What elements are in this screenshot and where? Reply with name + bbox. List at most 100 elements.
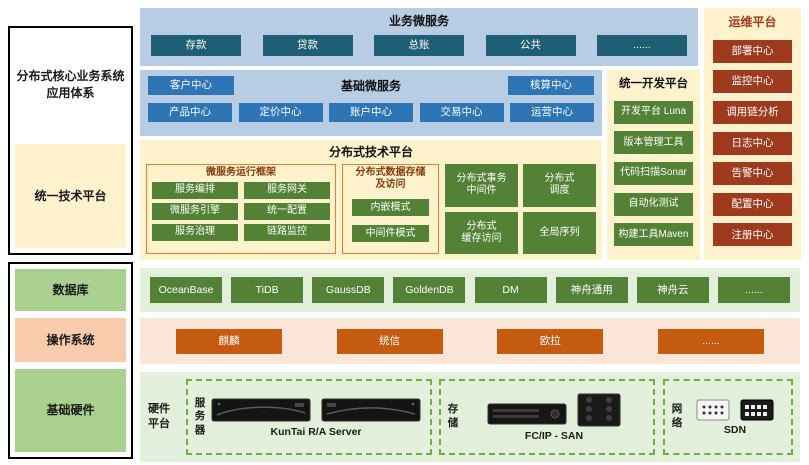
ops-item-registry: 注册中心: [713, 223, 792, 247]
basic-item-account: 账户中心: [329, 103, 413, 122]
ops-items: 部署中心 监控中心 调用链分析 日志中心 告警中心 配置中心 注册中心: [704, 30, 801, 260]
dev-items: 开发平台 Luna 版本管理工具 代码扫描Sonar 自动化测试 构建工具Mav…: [607, 91, 700, 260]
business-item-more: ......: [597, 35, 687, 56]
dev-item-version-tool: 版本管理工具: [614, 131, 693, 155]
basic-microservices-title: 基础微服务: [340, 79, 401, 93]
dtp-cell-scheduling: 分布式 调度: [523, 164, 596, 207]
dtp-cells: 分布式事务 中间件 分布式 调度 分布式 缓存访问 全局序列: [445, 164, 596, 254]
server-image: [321, 398, 421, 421]
dtp-cell-transaction-middleware: 分布式事务 中间件: [445, 164, 518, 207]
storage-group: 存储: [439, 379, 655, 455]
business-microservices-panel: 业务微服务 存款 贷款 总账 公共 ......: [140, 8, 698, 66]
db-item-goldendb: GoldenDB: [393, 277, 466, 303]
network-ports-icon: [696, 399, 730, 420]
server-label: 服务器: [194, 396, 206, 436]
os-item-kylin: 麒麟: [176, 328, 282, 354]
server-group: 服务器 KunTai R/A Serv: [186, 379, 432, 455]
distributed-tech-platform-panel: 分布式技术平台 微服务运行框架 服务编排 服务网关 微服务引擎 统一配置 服务治…: [140, 140, 602, 260]
data-storage-title: 分布式数据存储 及访问: [355, 167, 426, 190]
hardware-platform-row: 硬件 平台 服务器: [140, 372, 800, 462]
business-item-loan: 贷款: [262, 35, 353, 56]
storage-label: 存储: [447, 403, 459, 429]
basic-item-customer: 客户中心: [148, 76, 234, 95]
ops-item-log: 日志中心: [713, 131, 792, 155]
dev-platform-title: 统一开发平台: [619, 78, 688, 90]
db-item-dm: DM: [474, 277, 547, 303]
network-group: 网络: [663, 379, 793, 455]
hardware-platform-label: 硬件 平台: [148, 403, 170, 430]
basic-item-accounting: 核算中心: [507, 76, 594, 95]
db-item-tidb: TiDB: [231, 277, 304, 303]
basic-item-transaction: 交易中心: [419, 103, 504, 122]
ops-item-monitor: 监控中心: [713, 70, 792, 94]
runtime-item-engine: 微服务引擎: [152, 202, 238, 220]
dev-item-luna: 开发平台 Luna: [614, 100, 693, 124]
app-system-label: 分布式核心业务系统 应用体系: [15, 33, 126, 137]
runtime-item-link-monitor: 链路监控: [244, 223, 330, 241]
db-item-gaussdb: GaussDB: [312, 277, 385, 303]
runtime-item-governance: 服务治理: [152, 223, 238, 241]
basic-item-operation: 运营中心: [510, 103, 594, 122]
ops-item-alert: 告警中心: [713, 162, 792, 186]
network-caption: SDN: [723, 423, 747, 436]
os-item-more: ......: [657, 328, 764, 354]
basic-microservices-top-row: 客户中心 基础微服务 核算中心: [140, 70, 602, 95]
left-bottom-frame: 数据库 操作系统 基础硬件: [8, 262, 133, 459]
db-item-shenzhou-general: 神舟通用: [555, 277, 628, 303]
dev-item-sonar: 代码扫描Sonar: [614, 161, 693, 185]
storage-item-embedded: 内嵌模式: [352, 199, 429, 216]
os-layer-label: 操作系统: [15, 318, 126, 362]
runtime-framework-box: 微服务运行框架 服务编排 服务网关 微服务引擎 统一配置 服务治理 链路监控: [146, 164, 336, 254]
runtime-item-gateway: 服务网关: [244, 181, 330, 199]
server-image: [211, 398, 311, 421]
database-products-row: OceanBase TiDB GaussDB GoldenDB DM 神舟通用 …: [140, 268, 800, 312]
left-top-frame: 分布式核心业务系统 应用体系 统一技术平台: [8, 26, 133, 255]
dtp-cell-cache: 分布式 缓存访问: [445, 211, 518, 254]
data-storage-box: 分布式数据存储 及访问 内嵌模式 中间件模式: [342, 164, 439, 254]
business-microservices-row: 存款 贷款 总账 公共 ......: [140, 29, 698, 56]
network-switch-icon: [740, 399, 774, 420]
runtime-framework-title: 微服务运行框架: [206, 167, 276, 178]
database-layer-label: 数据库: [15, 269, 126, 311]
dev-platform-panel: 统一开发平台 开发平台 Luna 版本管理工具 代码扫描Sonar 自动化测试 …: [607, 70, 700, 260]
business-microservices-title: 业务微服务: [388, 14, 449, 28]
ops-platform-title: 运维平台: [728, 15, 777, 29]
runtime-item-config: 统一配置: [244, 202, 330, 220]
server-content: KunTai R/A Server: [207, 384, 425, 450]
storage-array-image: [487, 403, 567, 424]
ops-item-tracing: 调用链分析: [713, 100, 792, 124]
business-item-deposit: 存款: [151, 35, 241, 56]
basic-microservices-panel: 客户中心 基础微服务 核算中心 产品中心 定价中心 账户中心 交易中心 运营中心: [140, 70, 602, 136]
dev-item-maven: 构建工具Maven: [614, 223, 693, 247]
dtp-content: 微服务运行框架 服务编排 服务网关 微服务引擎 统一配置 服务治理 链路监控 分…: [140, 160, 602, 254]
db-item-oceanbase: OceanBase: [150, 277, 222, 303]
basic-item-pricing: 定价中心: [238, 103, 323, 122]
os-products-row: 麒麟 统信 欧拉 ......: [140, 318, 800, 364]
storage-content: FC/IP - SAN: [460, 384, 648, 450]
storage-images: [487, 393, 621, 427]
os-item-uos: 统信: [336, 328, 443, 354]
hardware-layer-label: 基础硬件: [15, 369, 126, 452]
runtime-item-orchestration: 服务编排: [152, 181, 238, 199]
ops-item-config: 配置中心: [713, 192, 792, 216]
storage-caption: FC/IP - SAN: [524, 429, 584, 442]
storage-enclosure-image: [577, 393, 621, 426]
server-caption: KunTai R/A Server: [270, 425, 362, 438]
server-images: [211, 397, 421, 423]
basic-microservices-bottom-row: 产品中心 定价中心 账户中心 交易中心 运营中心: [140, 95, 602, 122]
runtime-framework-grid: 服务编排 服务网关 微服务引擎 统一配置 服务治理 链路监控: [152, 181, 330, 241]
unified-tech-platform-label: 统一技术平台: [15, 144, 126, 248]
os-item-euler: 欧拉: [497, 328, 604, 354]
network-images: [696, 399, 774, 421]
network-content: SDN: [684, 384, 786, 450]
dev-item-autotest: 自动化测试: [614, 192, 693, 216]
ops-item-deploy: 部署中心: [713, 39, 792, 63]
ops-platform-panel: 运维平台 部署中心 监控中心 调用链分析 日志中心 告警中心 配置中心 注册中心: [704, 8, 801, 260]
db-item-more: ......: [717, 277, 790, 303]
data-storage-items: 内嵌模式 中间件模式: [348, 190, 433, 251]
business-item-public: 公共: [485, 35, 576, 56]
business-item-ledger: 总账: [374, 35, 464, 56]
storage-item-middleware: 中间件模式: [352, 225, 429, 242]
network-label: 网络: [671, 403, 683, 429]
